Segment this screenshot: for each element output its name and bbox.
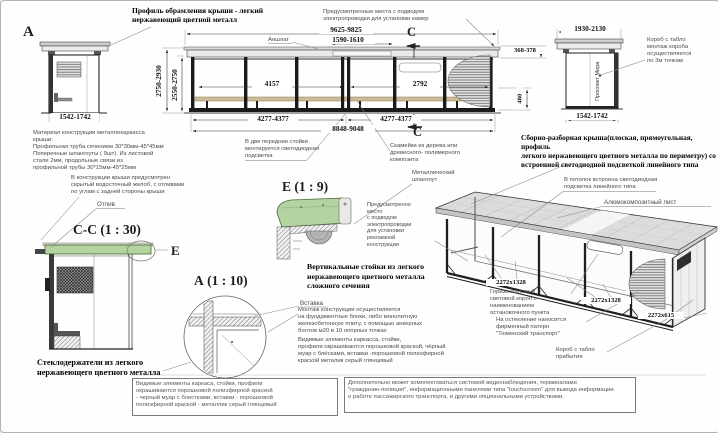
bench xyxy=(54,331,80,336)
dim-total-bottom: 8848-9048 xyxy=(321,124,375,134)
note-ceiling-led: В потолок встроена светодиодная подсветк… xyxy=(564,177,658,190)
section-cc xyxy=(35,240,156,350)
note-bench: Скамейки из дерева или древесного- полим… xyxy=(390,143,461,163)
view-3d xyxy=(434,191,718,331)
note-front-posts-led: В две передние стойки монтируется светод… xyxy=(245,139,320,159)
dim-roof-thickness: 368-378 xyxy=(507,47,543,55)
section-mark-c-top xyxy=(406,42,420,58)
detail-e-mark: Е xyxy=(171,243,180,258)
note-frame-material: Материал конструкции металлокаркасса кры… xyxy=(33,130,164,171)
detail-e xyxy=(276,197,352,260)
dim-panel-2: 2272х1328 xyxy=(581,297,631,305)
detail-a xyxy=(183,295,267,379)
dim-panel-1: 2272х1328 xyxy=(486,279,536,287)
section-c-bottom-label: С xyxy=(413,125,423,139)
anshlag-sign xyxy=(332,50,392,57)
bench xyxy=(56,97,73,102)
detail-a-title: А (1 : 10) xyxy=(194,273,248,288)
title-roof-profile: Профиль обрамления крыши - легкий нержав… xyxy=(132,6,264,25)
roof-bracket xyxy=(48,51,55,55)
note-box-painting: Видимые элементы каркаса, стойки, профил… xyxy=(132,378,338,416)
sign-board-label: Проспект Мира xyxy=(594,61,601,101)
otliv-bracket xyxy=(35,249,45,254)
anshlag-label: Аншлаг xyxy=(268,37,289,43)
dim-bay-inner-left: 4157 xyxy=(252,79,292,89)
leader-lines xyxy=(40,18,711,376)
view-side-left xyxy=(39,41,111,122)
dim-bench-height: 480 xyxy=(516,87,524,110)
roof-profile-green xyxy=(276,197,346,228)
roof-skylight xyxy=(562,210,630,235)
note-painting: Видимые элементы каркасса, стойки, профи… xyxy=(298,337,446,364)
view-elevation xyxy=(162,30,546,133)
tablo-box-3d xyxy=(677,251,691,271)
posts xyxy=(191,57,493,111)
dim-anshlag-width: 1590-1610 xyxy=(321,35,375,45)
view-side-right xyxy=(554,29,624,123)
section-c-top-label: С xyxy=(407,25,417,39)
grille xyxy=(56,266,94,294)
note-light-box: Горизонтальный световой короб с наименов… xyxy=(490,289,550,316)
view-a-label: А xyxy=(23,24,34,40)
note-arrival-board: Короб с табло прибытия xyxy=(556,347,595,360)
note-ad-place: Предусмотренно место с подводом электроп… xyxy=(367,202,412,248)
dim-bay-right: 4277-4377 xyxy=(371,114,421,124)
dim-bay-left: 4277-4377 xyxy=(248,114,298,124)
detail-e-title: Е (1 : 9) xyxy=(282,179,329,194)
dim-side-width-left: 1542-1742 xyxy=(51,112,99,122)
ventilation-grille xyxy=(56,61,82,78)
note-alucobond: Алюмокомпозитный лист xyxy=(604,199,677,206)
note-glass-pattern: На остекление наносится фирменный патерн… xyxy=(496,317,567,337)
roof-bracket xyxy=(94,51,101,55)
perforated-screen-3d xyxy=(628,258,666,310)
dim-bay-inner-right: 2792 xyxy=(400,79,440,89)
note-tablo-box: Короб с табло монтаж короба осуществляет… xyxy=(647,37,692,64)
note-gutter: В конструкции крыши предусмотрен скрытый… xyxy=(71,175,185,195)
light-box-3d xyxy=(586,240,624,255)
dim-total-top: 9625-9825 xyxy=(319,25,373,35)
vstavka-label: Вставка xyxy=(300,300,323,307)
roof-green xyxy=(44,244,152,255)
dim-side-roof-width: 1930-2130 xyxy=(561,24,619,34)
light-box xyxy=(398,62,442,73)
note-mounting: Монтаж конструкции осуществляется на фун… xyxy=(298,307,423,334)
note-box-options: Дополнительно может комплектоваться сист… xyxy=(344,377,636,413)
note-camera-places: Предусмотренные места с подводом электро… xyxy=(323,9,429,22)
dim-height-outer: 2750-2930 xyxy=(154,58,164,105)
title-vertical-posts: Вертикальные стойки из легкого нержавеющ… xyxy=(307,262,425,291)
otliv-label: Отлив xyxy=(97,201,115,208)
title-glass-holders: Стеклодержатели из легкого нержавеющего … xyxy=(37,358,161,378)
camera-dome xyxy=(305,230,333,245)
dim-side-width-right: 1542-1742 xyxy=(563,111,621,121)
dim-panel-3: 2272х615 xyxy=(638,312,684,320)
title-roof-assembly: Сборно-разборная крыша(плоская, прямоуго… xyxy=(521,133,716,170)
section-cc-title: С-С (1 : 30) xyxy=(73,222,141,237)
dim-height-inner: 2550-2750 xyxy=(170,62,180,109)
perforated-screen xyxy=(447,54,491,108)
note-metal-frame: Металлический шпангоут xyxy=(412,170,455,183)
detail-e-callout xyxy=(126,240,156,262)
